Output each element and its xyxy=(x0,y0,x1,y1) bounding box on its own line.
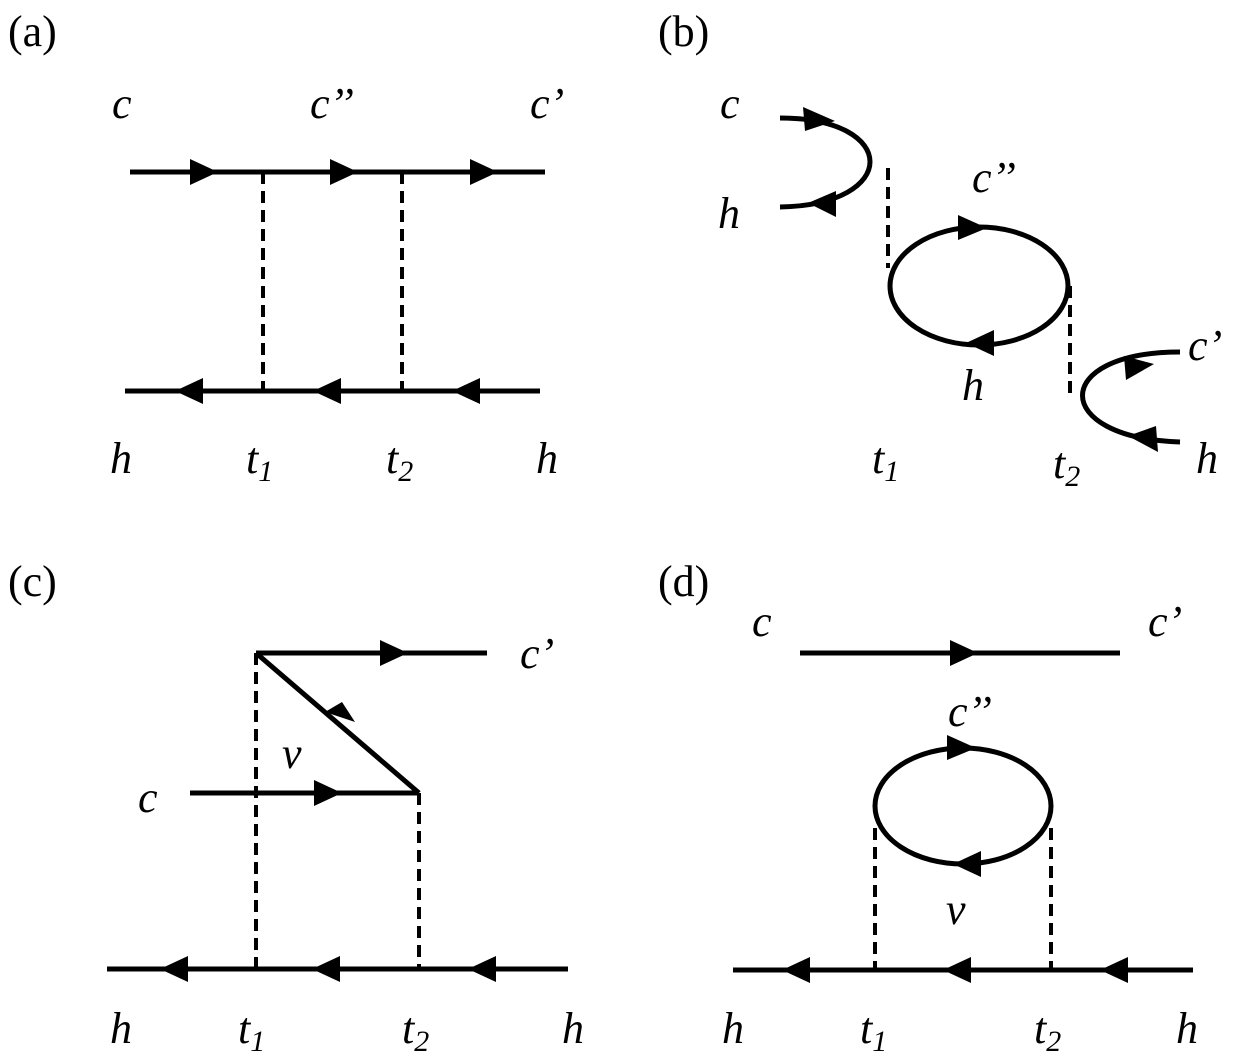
arrow-up-left xyxy=(325,702,355,722)
label-v: v xyxy=(282,729,302,778)
panel-c-tag: (c) xyxy=(8,557,57,606)
arrow-right xyxy=(330,159,358,185)
arrow-left xyxy=(312,956,340,982)
label-c-double-prime: c’’ xyxy=(972,153,1016,202)
arrow-left xyxy=(313,378,341,404)
panel-a-tag: (a) xyxy=(8,7,57,56)
panel-b: (b) c h c’’ h c’ h t1 t2 xyxy=(658,7,1222,493)
label-h: h xyxy=(962,361,984,410)
label-c-double-prime: c’’ xyxy=(948,687,992,736)
label-t1: t1 xyxy=(246,434,273,488)
panel-a: (a) c c’’ c’ h t1 t2 h xyxy=(8,7,564,488)
arrow-left xyxy=(468,956,496,982)
label-h: h xyxy=(722,1004,744,1053)
bubble-loop xyxy=(872,745,1054,867)
label-t1: t1 xyxy=(872,434,899,488)
label-c: c xyxy=(112,79,132,128)
label-c-prime: c’ xyxy=(1148,597,1182,646)
arrow-right xyxy=(190,159,218,185)
bubble-loop xyxy=(887,224,1071,348)
label-c-double-prime: c’’ xyxy=(310,79,354,128)
label-c: c xyxy=(138,773,158,822)
diagonal-line xyxy=(254,651,421,795)
arrow-right xyxy=(1124,356,1154,380)
label-c-prime: c’ xyxy=(520,629,554,678)
arrow-left xyxy=(1100,957,1128,983)
arrow-right xyxy=(803,107,835,131)
label-h: h xyxy=(718,189,740,238)
label-c: c xyxy=(752,597,772,646)
arrow-right xyxy=(950,640,978,666)
label-t2: t2 xyxy=(386,434,413,488)
label-h: h xyxy=(562,1004,584,1053)
label-c-prime: c’ xyxy=(530,79,564,128)
left-half-loop xyxy=(779,115,873,210)
arrow-left xyxy=(175,378,203,404)
arrow-right xyxy=(958,215,987,240)
arrow-left xyxy=(452,378,480,404)
arrow-right xyxy=(380,640,408,666)
arrow-right xyxy=(947,735,976,760)
label-c-prime: c’ xyxy=(1188,321,1222,370)
panel-c: (c) c’ v c h t1 t2 h xyxy=(8,557,584,1058)
label-v: v xyxy=(946,885,966,934)
arrow-left xyxy=(1128,426,1158,452)
label-t1: t1 xyxy=(860,1004,887,1058)
panel-b-tag: (b) xyxy=(658,7,709,56)
label-h: h xyxy=(1196,434,1218,483)
panel-d: (d) c c’ c’’ v h t1 t2 h xyxy=(658,557,1198,1058)
label-h: h xyxy=(110,434,132,483)
arrow-left xyxy=(782,957,810,983)
label-t1: t1 xyxy=(238,1004,265,1058)
label-h: h xyxy=(1176,1004,1198,1053)
label-h: h xyxy=(536,434,558,483)
label-t2: t2 xyxy=(1053,439,1080,493)
label-c: c xyxy=(720,79,740,128)
arrow-left xyxy=(943,957,971,983)
label-t2: t2 xyxy=(1034,1004,1061,1058)
panel-d-tag: (d) xyxy=(658,557,709,606)
arrow-left xyxy=(953,851,981,877)
arrow-right xyxy=(314,780,342,806)
label-h: h xyxy=(110,1004,132,1053)
arrow-right xyxy=(470,159,498,185)
label-t2: t2 xyxy=(402,1004,429,1058)
arrow-left xyxy=(966,330,994,356)
arrow-left xyxy=(808,191,836,217)
arrow-left xyxy=(160,956,188,982)
